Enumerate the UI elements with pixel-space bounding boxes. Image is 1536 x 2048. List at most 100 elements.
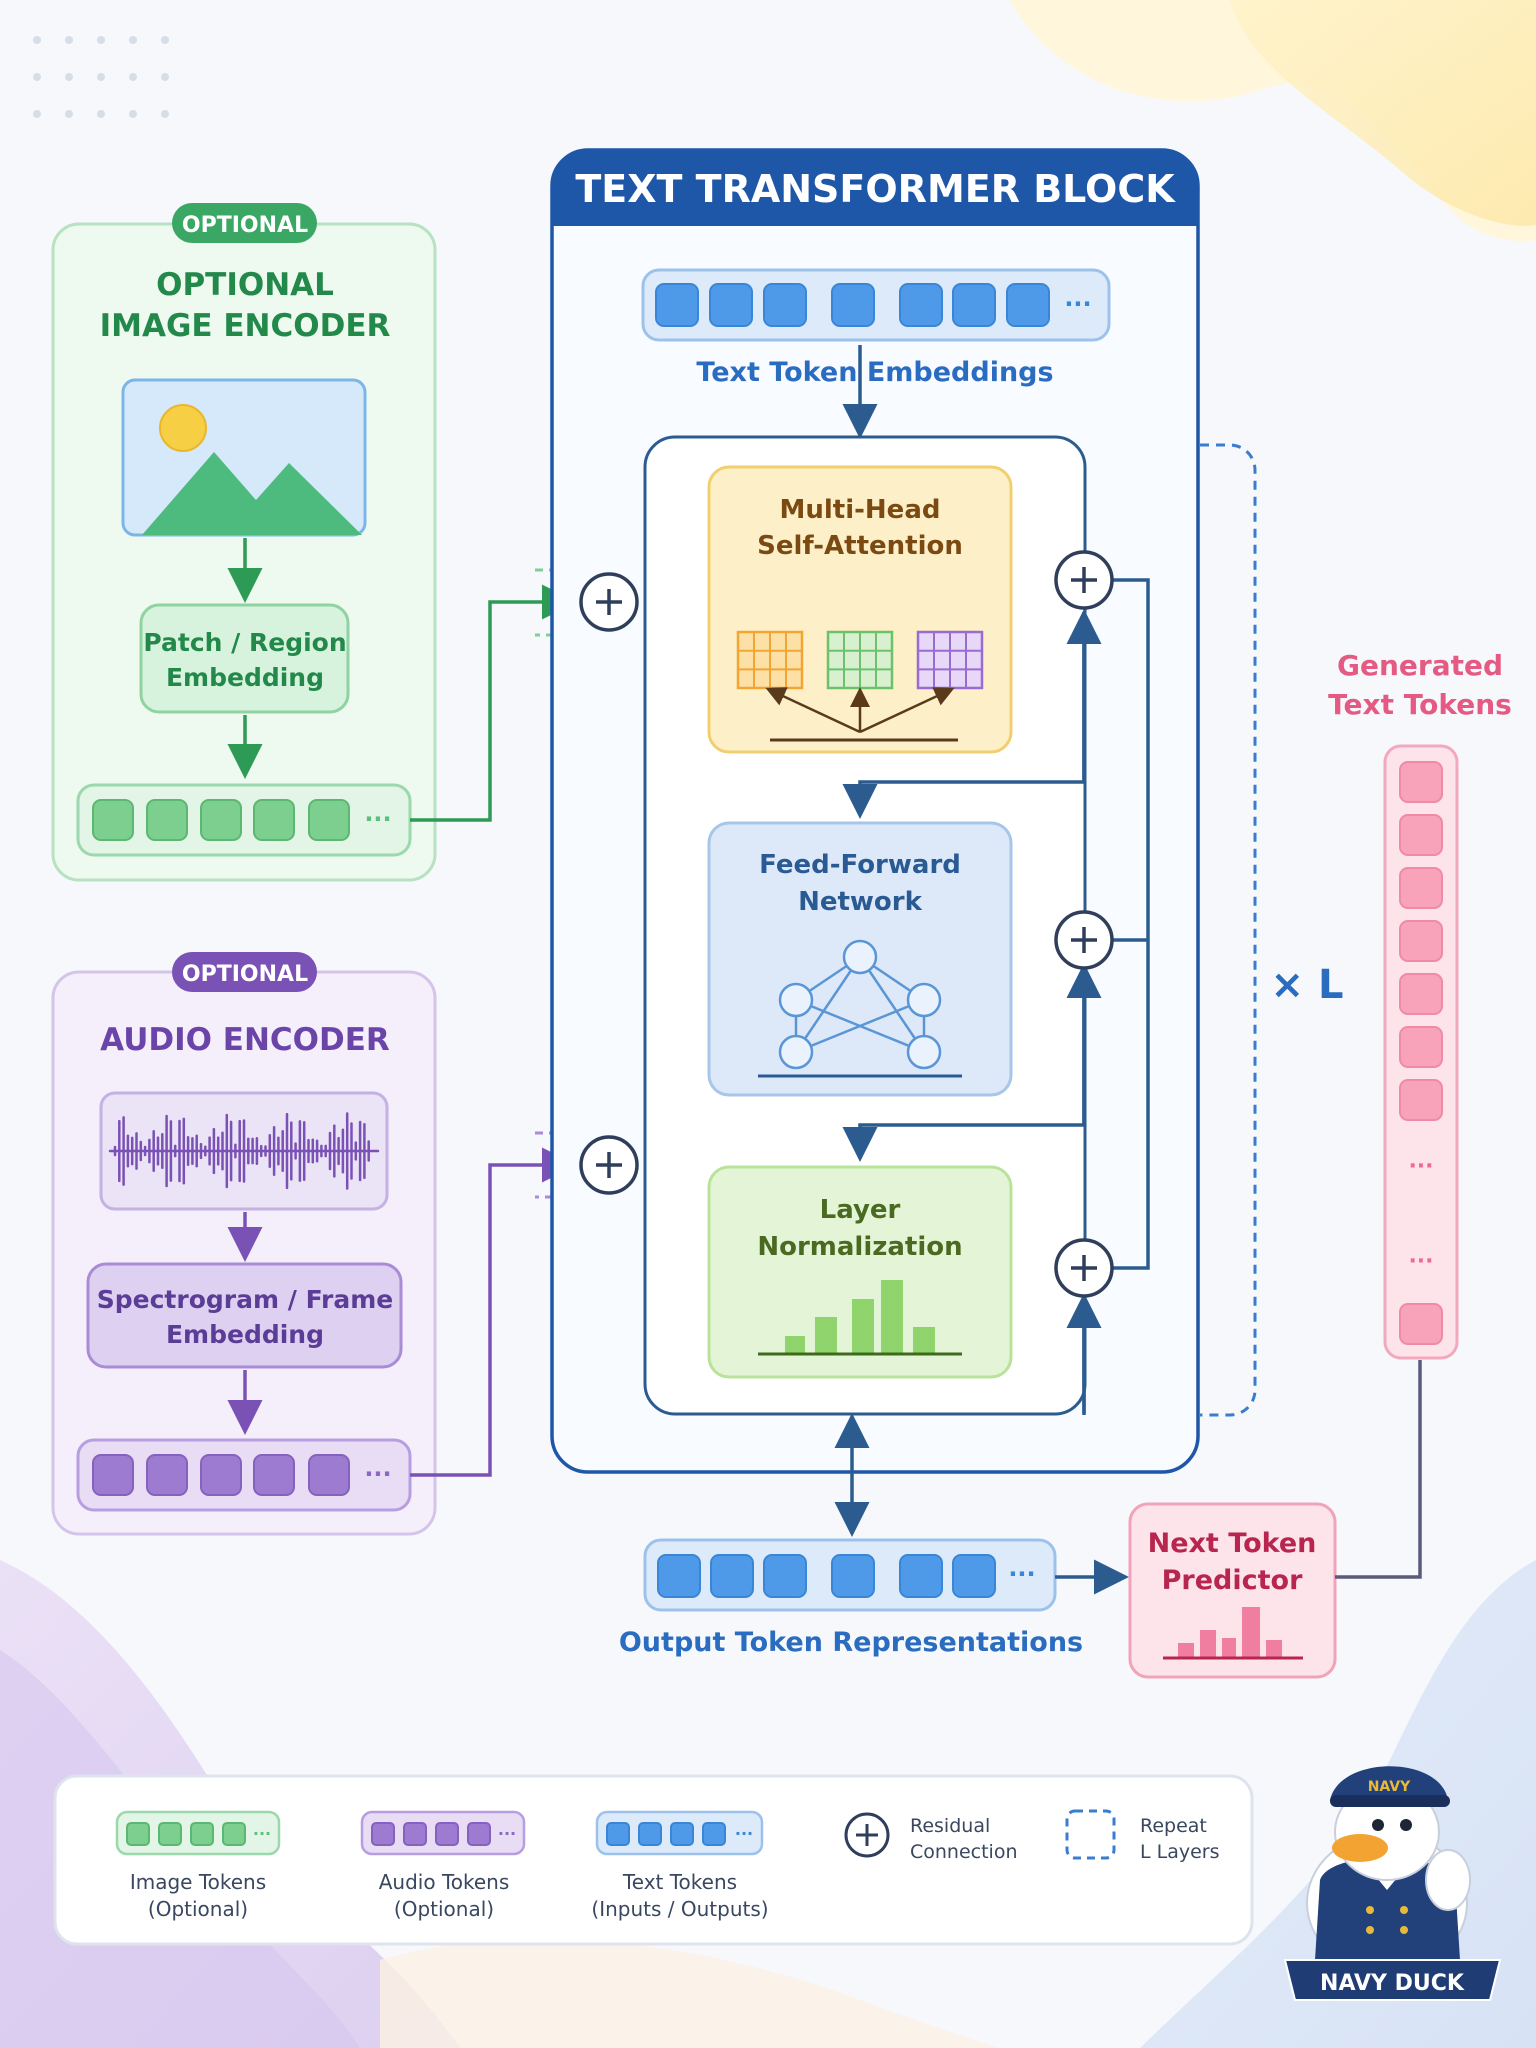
generated-tokens: Generated Text Tokens ··· ··· — [1328, 649, 1512, 1579]
legend-residual-line2: Connection — [910, 1841, 1018, 1863]
legend-repeat-line1: Repeat — [1140, 1815, 1207, 1837]
ffn-title-line1: Feed-Forward — [759, 850, 961, 880]
generated-ellipsis-2: ··· — [1408, 1249, 1433, 1274]
audio-token-ellipsis: ··· — [364, 1460, 391, 1488]
input-token-row — [655, 283, 1050, 327]
image-token-3 — [200, 799, 242, 841]
image-encoder-title-line2: IMAGE ENCODER — [100, 308, 391, 344]
input-token-1 — [655, 283, 699, 327]
generated-token-4 — [1399, 920, 1443, 962]
legend-image-tokens-icon — [126, 1822, 246, 1846]
audio-token-5 — [308, 1454, 350, 1496]
residual-plus-icon-3 — [1054, 1238, 1114, 1298]
legend-text-ellipsis: ··· — [735, 1824, 753, 1843]
attention-title-line2: Self-Attention — [757, 531, 963, 561]
audio-token-row — [92, 1454, 350, 1496]
legend-audio-token-2 — [403, 1822, 427, 1846]
image-icon — [121, 378, 367, 537]
legend-audio-line2: (Optional) — [394, 1897, 494, 1921]
output-token-2 — [710, 1554, 754, 1598]
input-token-7 — [1006, 283, 1050, 327]
legend-text-token-1 — [606, 1822, 630, 1846]
generated-token-7 — [1399, 1079, 1443, 1121]
audio-merge-plus-icon — [579, 1135, 639, 1195]
attention-title-line1: Multi-Head — [780, 495, 941, 525]
legend-audio-line1: Audio Tokens — [379, 1870, 510, 1894]
image-token-1 — [92, 799, 134, 841]
input-token-ellipsis: ··· — [1064, 290, 1091, 318]
output-section: ··· Output Token Representations Next To… — [619, 1502, 1337, 1679]
generated-token-1 — [1399, 761, 1443, 803]
legend-image-line2: (Optional) — [148, 1897, 248, 1921]
residual-paths — [842, 578, 1150, 1415]
attention-head-grid-1 — [736, 630, 804, 690]
repeat-label: × L — [1271, 962, 1344, 1008]
legend-residual-line1: Residual — [910, 1815, 990, 1837]
legend-audio-token-3 — [435, 1822, 459, 1846]
legend-text-token-2 — [638, 1822, 662, 1846]
generated-label-line2: Text Tokens — [1328, 688, 1512, 721]
output-token-1 — [657, 1554, 701, 1598]
text-token-embeddings-label: Text Token Embeddings — [696, 357, 1053, 388]
mascot-banner-text: NAVY DUCK — [1320, 1971, 1465, 1996]
residual-plus-icon-1 — [1054, 550, 1114, 610]
legend-image-ellipsis: ··· — [253, 1824, 271, 1843]
image-token-2 — [146, 799, 188, 841]
audio-token-2 — [146, 1454, 188, 1496]
spectrogram-embedding-line2: Embedding — [166, 1320, 324, 1349]
generated-token-3 — [1399, 867, 1443, 909]
transformer-block: TEXT TRANSFORMER BLOCK ··· Text Token Em… — [550, 148, 1344, 1537]
input-token-5 — [899, 283, 943, 327]
input-token-2 — [709, 283, 753, 327]
predictor-line1: Next Token — [1148, 1528, 1317, 1559]
patch-embedding-line1: Patch / Region — [143, 628, 346, 657]
mascot-cap-text: NAVY — [1368, 1779, 1411, 1795]
image-token-ellipsis: ··· — [364, 805, 391, 833]
navy-duck-mascot-logo: NAVY NAVY DUCK — [1283, 1766, 1502, 2001]
image-merge-plus-icon — [579, 572, 639, 632]
norm-title-line2: Normalization — [757, 1232, 962, 1262]
optional-badge-audio-text: OPTIONAL — [182, 962, 308, 987]
legend-text-token-3 — [670, 1822, 694, 1846]
legend-text-tokens-icon — [606, 1822, 726, 1846]
audio-encoder-panel: OPTIONAL AUDIO ENCODER Spectrogram / Fra… — [51, 952, 437, 1536]
encoder-merge-plus — [579, 572, 639, 1195]
audio-token-4 — [253, 1454, 295, 1496]
legend-image-line1: Image Tokens — [130, 1870, 266, 1894]
legend-text-token-4 — [702, 1822, 726, 1846]
patch-embedding-line2: Embedding — [166, 663, 324, 692]
legend-image-token-2 — [158, 1822, 182, 1846]
network-icon — [778, 939, 942, 1070]
residual-plus-icon-2 — [1054, 910, 1114, 970]
generated-ellipsis-1: ··· — [1408, 1154, 1433, 1179]
audio-encoder-title: AUDIO ENCODER — [100, 1022, 390, 1058]
input-token-6 — [952, 283, 996, 327]
legend-audio-token-1 — [371, 1822, 395, 1846]
input-token-4 — [831, 283, 875, 327]
optional-badge-audio — [172, 952, 317, 992]
image-token-4 — [253, 799, 295, 841]
attention-module: Multi-Head Self-Attention — [707, 465, 1013, 754]
legend-image-token-1 — [126, 1822, 150, 1846]
norm-title-line1: Layer — [820, 1195, 901, 1225]
legend-image-token-3 — [190, 1822, 214, 1846]
ffn-title-line2: Network — [798, 887, 923, 917]
legend-text-line1: Text Tokens — [622, 1870, 737, 1894]
predictor-histogram-icon — [1178, 1607, 1282, 1658]
next-token-predictor — [1128, 1502, 1337, 1679]
generated-label-line1: Generated — [1337, 649, 1503, 682]
legend-repeat-icon — [1065, 1809, 1116, 1860]
audio-token-1 — [92, 1454, 134, 1496]
repeat-bracket — [1200, 443, 1257, 1417]
legend: ··· Image Tokens (Optional) ··· Audio To… — [53, 1774, 1254, 1946]
output-token-5 — [899, 1554, 943, 1598]
attention-head-grid-3 — [916, 630, 984, 690]
generated-token-6 — [1399, 1026, 1443, 1068]
feed-forward-module: Feed-Forward Network — [707, 821, 1013, 1097]
attention-head-grid-2 — [826, 630, 894, 690]
generated-token-5 — [1399, 973, 1443, 1015]
image-encoder-title-line1: OPTIONAL — [156, 267, 334, 303]
output-token-6 — [952, 1554, 996, 1598]
histogram-icon — [785, 1280, 935, 1354]
